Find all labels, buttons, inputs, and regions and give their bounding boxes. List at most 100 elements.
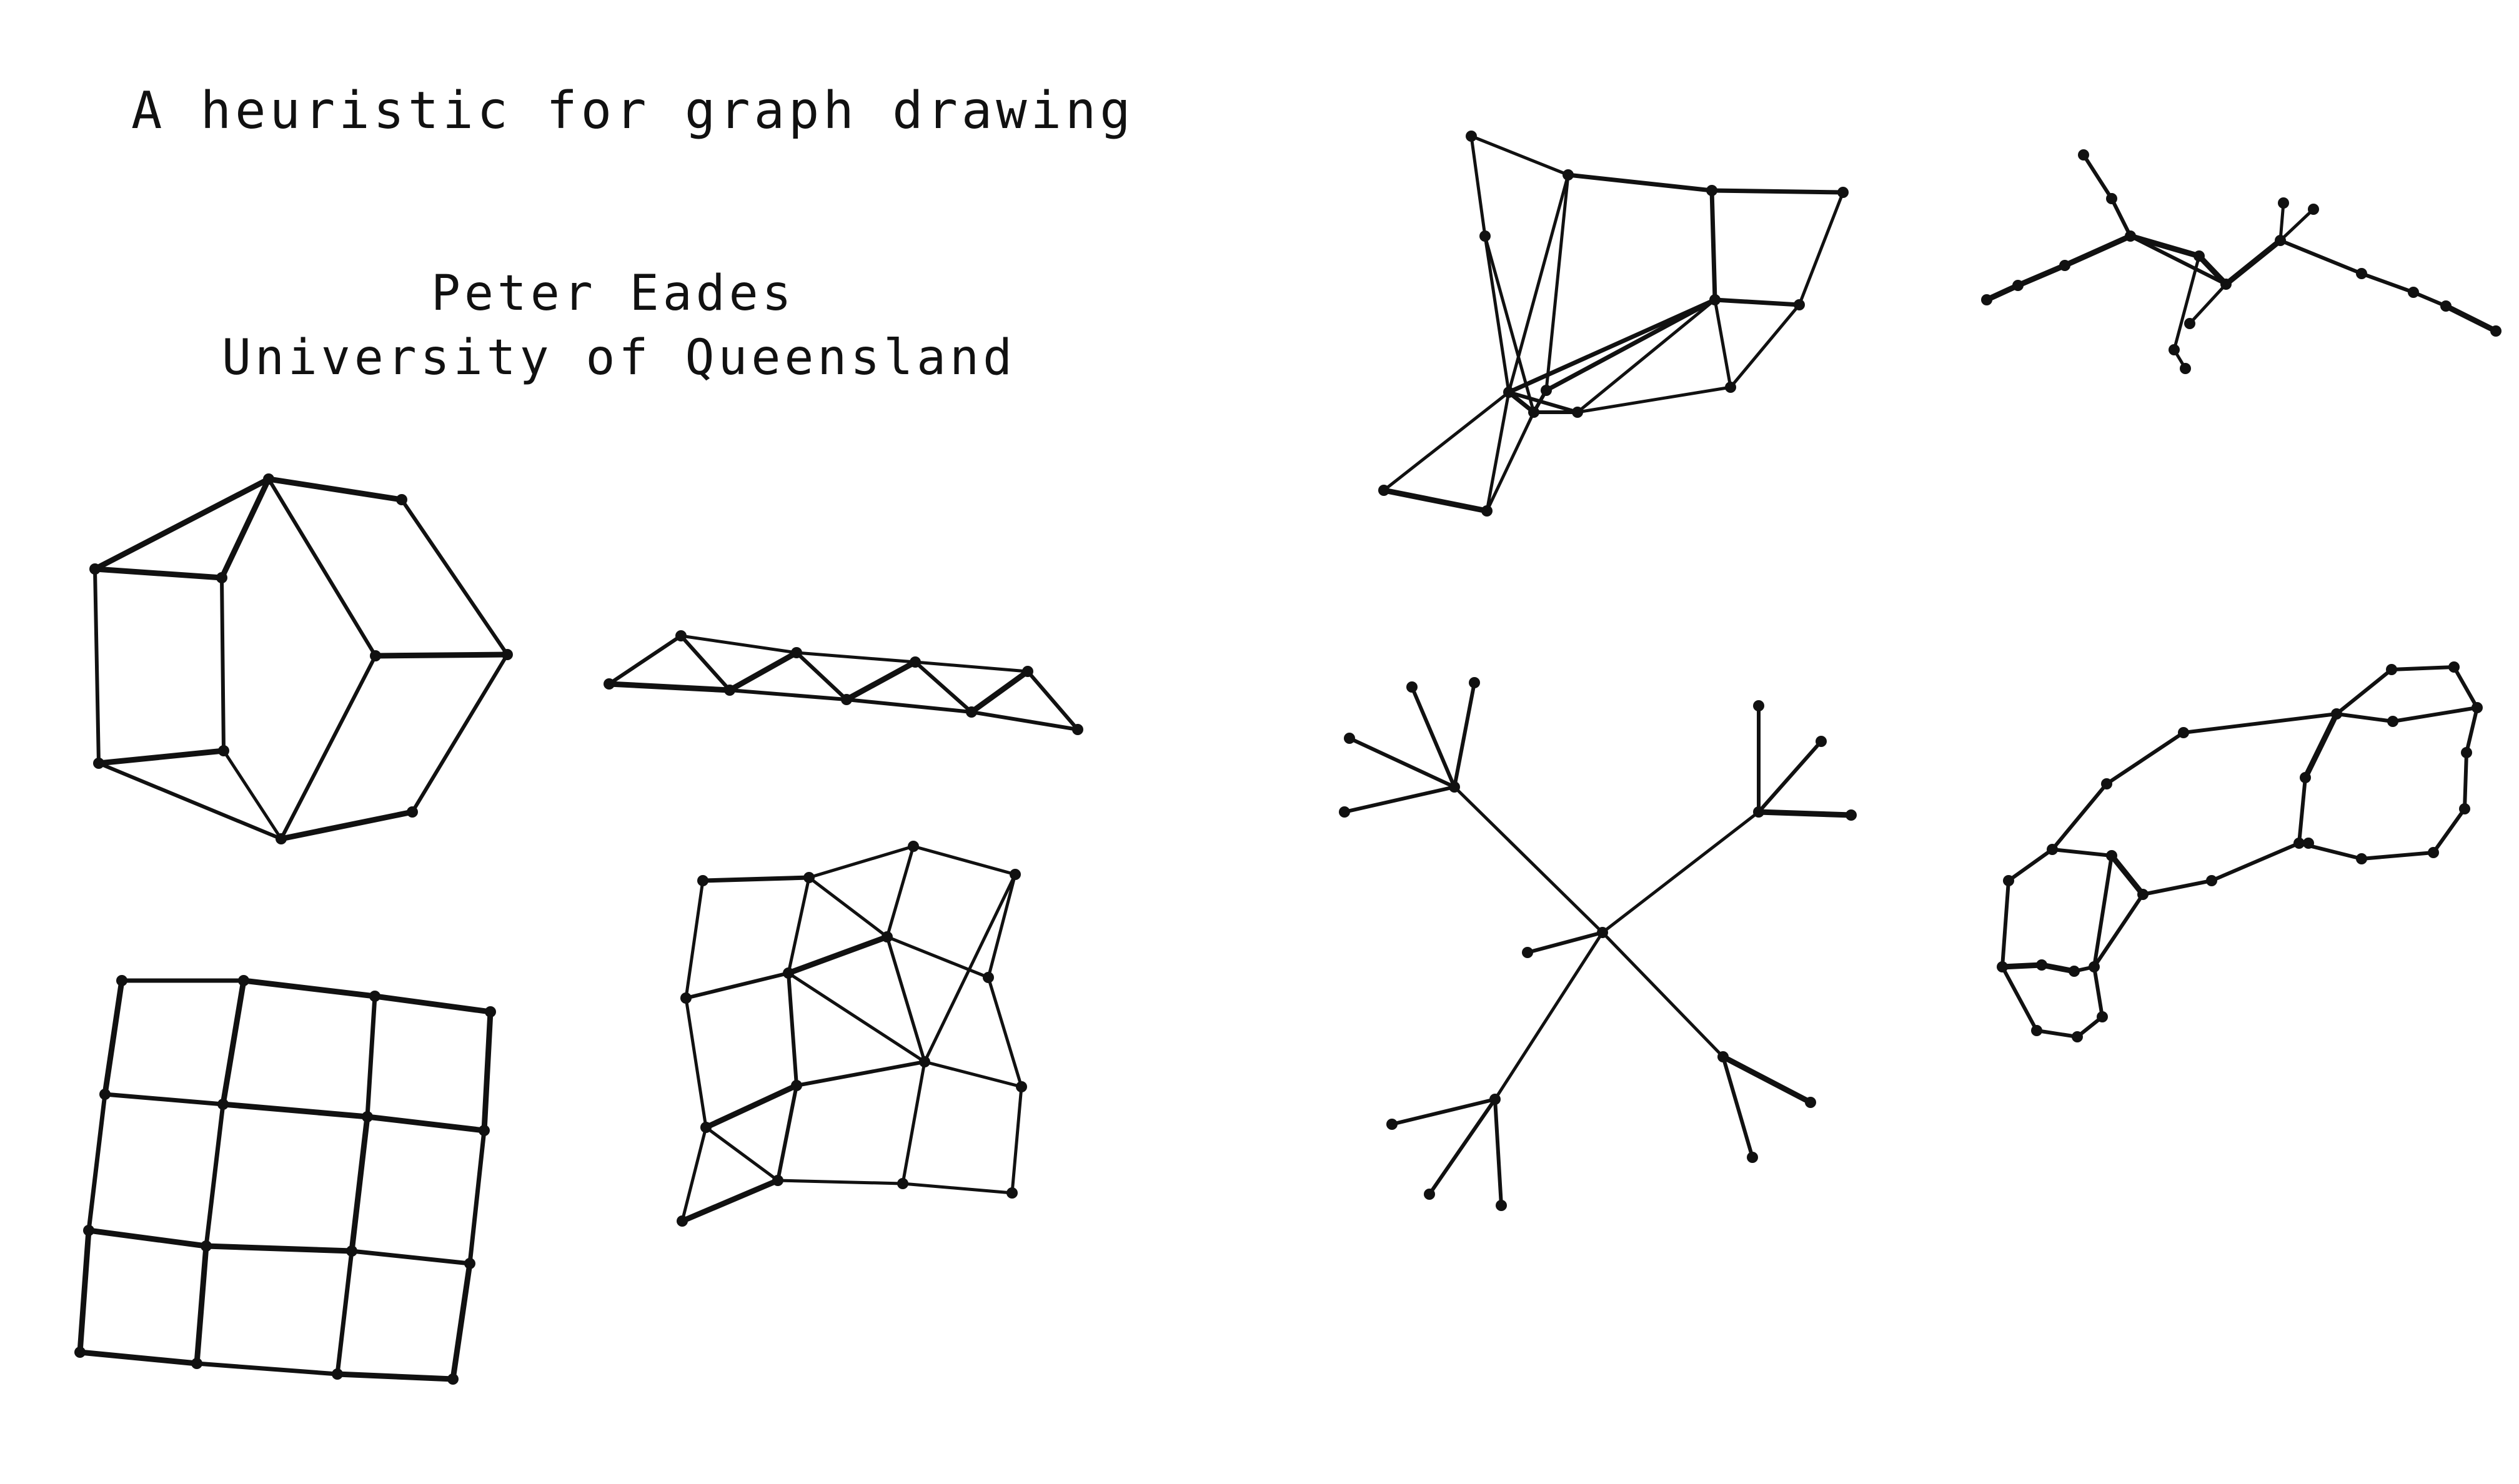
edge [400, 498, 509, 656]
node [724, 685, 735, 696]
edge [2007, 848, 2054, 883]
edge [2297, 776, 2307, 845]
edge [1709, 188, 1846, 195]
edge [219, 476, 272, 581]
node [2047, 844, 2058, 855]
node [1753, 806, 1764, 818]
edge [1506, 297, 1717, 395]
node [2472, 702, 2483, 713]
edge [679, 634, 798, 655]
node [2490, 325, 2502, 337]
edge [2092, 893, 2145, 969]
node [2428, 847, 2439, 858]
edge [349, 1114, 370, 1254]
node [675, 630, 687, 641]
node [2012, 280, 2024, 291]
node [2448, 661, 2460, 673]
edge [1756, 809, 1854, 818]
node [2206, 875, 2217, 886]
edge [102, 977, 125, 1097]
edge [1382, 390, 1511, 492]
node [1481, 505, 1493, 517]
page-title: A heuristic for graph drawing [131, 81, 1135, 141]
node [99, 1089, 111, 1100]
edge [2092, 854, 2114, 969]
edge [2050, 782, 2109, 851]
edge [913, 660, 973, 714]
edge [2432, 807, 2467, 854]
edge [222, 749, 283, 841]
node [1563, 169, 1574, 181]
node [1709, 294, 1721, 305]
node [2069, 966, 2080, 977]
node [1541, 385, 1552, 396]
node [83, 1225, 94, 1236]
edge [2127, 233, 2202, 259]
edge [901, 1060, 927, 1185]
node [2331, 708, 2342, 720]
edge [1601, 931, 1725, 1059]
edge [1713, 298, 1732, 389]
edge [885, 935, 990, 979]
edge [1729, 303, 1801, 389]
edge [278, 809, 415, 842]
node [1386, 1119, 1398, 1130]
node [1597, 927, 1608, 938]
edge [2035, 1029, 2079, 1039]
graph-hexagonal-prism [89, 473, 513, 844]
node [263, 473, 274, 485]
graph-branch-tree [1981, 149, 2502, 374]
edge [2050, 848, 2114, 858]
node [882, 931, 893, 942]
node [803, 872, 815, 883]
edge [2109, 853, 2146, 898]
edge [266, 476, 405, 503]
edge [1453, 785, 1604, 934]
author-name: Peter Eades [431, 265, 795, 322]
edge [912, 844, 1017, 876]
node [697, 875, 708, 886]
node [2031, 1025, 2042, 1036]
node [1816, 736, 1827, 747]
edge [703, 1082, 800, 1130]
node [1706, 185, 1717, 196]
node [2125, 230, 2136, 242]
edge [2463, 751, 2468, 811]
edge [1757, 740, 1823, 814]
node [2178, 727, 2189, 738]
edge [2391, 706, 2479, 723]
node [680, 992, 692, 1004]
node [983, 972, 994, 983]
edge [2182, 712, 2338, 735]
edge [968, 668, 1031, 715]
edge [913, 660, 1030, 673]
edge [2000, 965, 2039, 1032]
node [216, 572, 227, 583]
edge [2188, 282, 2228, 325]
edge [1026, 670, 1080, 731]
edge [1544, 297, 1717, 393]
edge [785, 934, 890, 976]
edge [1483, 234, 1511, 394]
node [2059, 260, 2070, 271]
node [1572, 407, 1583, 418]
edge [1390, 1097, 1497, 1126]
node [217, 1099, 229, 1110]
node [396, 494, 407, 505]
node [2003, 875, 2014, 886]
node [897, 1178, 908, 1189]
edge [2015, 262, 2068, 289]
node [370, 650, 381, 661]
node [2097, 1011, 2108, 1022]
edge [986, 873, 1017, 979]
node [1010, 869, 1021, 880]
graph-triangle-strip [604, 630, 1083, 735]
graph-star-tree [1339, 677, 1857, 1211]
edge [1797, 190, 1845, 307]
node [2180, 363, 2191, 374]
node [346, 1245, 357, 1257]
edge [267, 477, 377, 658]
node [2356, 853, 2367, 864]
edge [1493, 931, 1604, 1101]
edge [776, 1084, 798, 1182]
